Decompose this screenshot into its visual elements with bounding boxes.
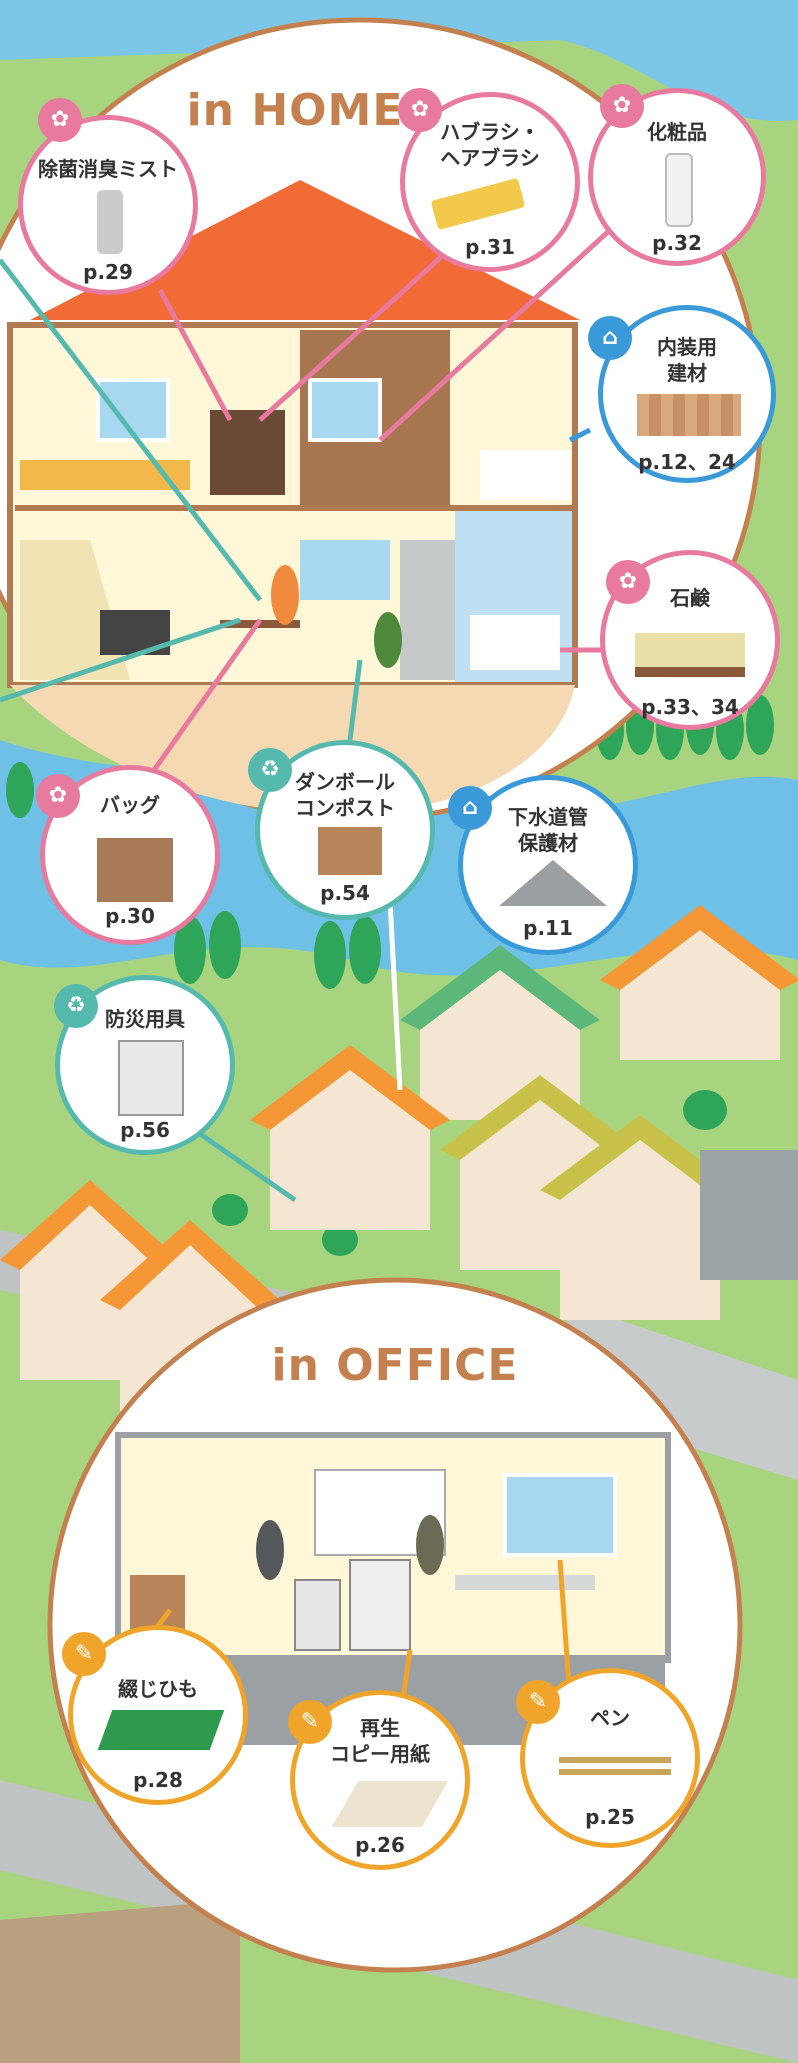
spray-icon: ✿ (606, 560, 650, 604)
item-recycled-paper-label: 再生 コピー用紙 (330, 1716, 430, 1766)
compost-box-image (318, 827, 382, 875)
powder-pile-image (499, 860, 607, 906)
item-mist[interactable]: 除菌消臭ミスト p.29 (18, 115, 198, 295)
spray-icon: ✿ (600, 84, 644, 128)
item-soap-label: 石鹸 (670, 586, 710, 610)
home-title: in HOME (186, 85, 404, 136)
document-icon: ✎ (288, 1700, 332, 1744)
recycle-icon: ♻ (248, 748, 292, 792)
item-bag-page: p.30 (105, 904, 155, 928)
item-mist-label: 除菌消臭ミスト (38, 157, 178, 181)
toilet-box-image (118, 1040, 184, 1116)
recycle-icon: ♻ (54, 984, 98, 1028)
wood-panel-image (637, 394, 741, 436)
document-icon: ✎ (516, 1680, 560, 1724)
item-recycled-paper-page: p.26 (355, 1833, 405, 1857)
green-book-image (97, 1710, 225, 1750)
item-brushes[interactable]: ハブラシ・ ヘアブラシ p.31 (400, 92, 580, 272)
item-pen-page: p.25 (585, 1805, 635, 1829)
house-icon: ⌂ (588, 316, 632, 360)
item-interior-materials-label: 内装用 建材 (657, 335, 717, 385)
document-icon: ✎ (62, 1632, 106, 1676)
item-sewer-protection-label: 下水道管 保護材 (508, 805, 588, 855)
item-cosmetics-label: 化粧品 (647, 120, 707, 144)
spray-icon: ✿ (36, 774, 80, 818)
spray-bottle-image (97, 190, 123, 254)
item-brushes-page: p.31 (465, 235, 515, 259)
item-cosmetics-page: p.32 (652, 231, 702, 255)
item-bag-label: バッグ (100, 793, 160, 817)
item-interior-materials-page: p.12、24 (638, 450, 736, 474)
item-disaster-supplies[interactable]: 防災用具 p.56 (55, 975, 235, 1155)
item-binding-string-label: 綴じひも (118, 1677, 198, 1701)
spray-icon: ✿ (38, 98, 82, 142)
item-recycled-paper[interactable]: 再生 コピー用紙 p.26 (290, 1690, 470, 1870)
item-soap-page: p.33、34 (641, 695, 739, 719)
item-disaster-supplies-page: p.56 (120, 1118, 170, 1142)
office-title: in OFFICE (271, 1340, 519, 1391)
item-compost-label: ダンボール コンポスト (295, 770, 395, 820)
cosmetic-bottle-image (665, 153, 693, 227)
item-brushes-label: ハブラシ・ ヘアブラシ (440, 120, 540, 170)
item-pen[interactable]: ペン p.25 (520, 1668, 700, 1848)
item-sewer-protection[interactable]: 下水道管 保護材 p.11 (458, 775, 638, 955)
pens-image (559, 1757, 671, 1777)
item-compost-page: p.54 (320, 881, 370, 905)
spray-icon: ✿ (398, 88, 442, 132)
bag-image (97, 838, 173, 902)
item-binding-string-page: p.28 (133, 1768, 183, 1792)
item-mist-page: p.29 (83, 260, 133, 284)
item-pen-label: ペン (590, 1706, 630, 1730)
paper-image (331, 1781, 449, 1827)
house-icon: ⌂ (448, 786, 492, 830)
item-interior-materials[interactable]: 内装用 建材 p.12、24 (598, 305, 776, 483)
item-bag[interactable]: バッグ p.30 (40, 765, 220, 945)
item-sewer-protection-page: p.11 (523, 916, 573, 940)
brush-image (430, 177, 526, 231)
item-disaster-supplies-label: 防災用具 (105, 1007, 185, 1031)
soap-image (635, 633, 745, 677)
